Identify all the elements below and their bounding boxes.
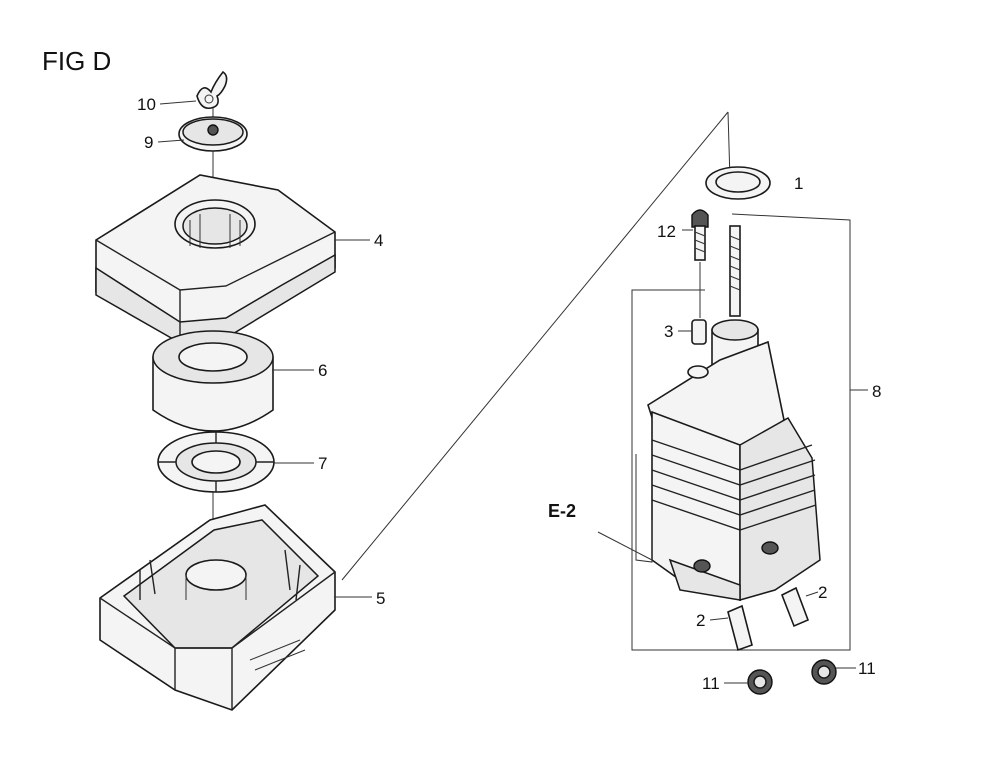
callout-1: 1 — [794, 174, 803, 193]
stud-bolt-part-a — [780, 586, 810, 628]
callout-2-left: 2 — [696, 611, 705, 630]
figure-title: FIG D — [42, 46, 112, 76]
leader-line-2b — [709, 617, 729, 621]
reference-arrow-line — [597, 531, 653, 561]
muffler-body-part — [647, 225, 821, 602]
callout-11-left: 11 — [702, 674, 720, 693]
filter-grid-part — [157, 431, 275, 493]
callout-8: 8 — [872, 382, 881, 401]
connection-diagonal-line — [341, 111, 729, 581]
reference-label: E-2 — [548, 501, 576, 521]
callout-3: 3 — [664, 322, 673, 341]
callout-9: 9 — [144, 133, 153, 152]
leader-line-9 — [157, 139, 185, 143]
wing-nut-part — [196, 70, 228, 110]
leader-line-2a — [805, 591, 819, 597]
assembly-bracket-8 — [631, 213, 851, 651]
filter-element-part — [152, 330, 274, 432]
reference-bracket — [635, 454, 653, 563]
callout-5: 5 — [376, 589, 385, 608]
flange-nut-part-b — [811, 659, 837, 685]
ring-seal-part — [705, 166, 771, 200]
washer-knob-part — [178, 116, 248, 152]
callout-2-right: 2 — [818, 583, 827, 602]
leader-line-10 — [159, 100, 197, 105]
callout-4: 4 — [374, 231, 383, 250]
air-cleaner-cover-part — [95, 174, 336, 344]
callout-10: 10 — [137, 95, 156, 114]
callout-12: 12 — [657, 222, 676, 241]
bolt-part — [691, 209, 709, 261]
callout-11-right: 11 — [858, 659, 876, 678]
air-cleaner-case-part — [99, 504, 336, 711]
stud-bolt-part-b — [727, 604, 753, 652]
dowel-pin-part — [691, 319, 707, 345]
callout-7: 7 — [318, 454, 327, 473]
flange-nut-part-a — [747, 669, 773, 695]
callout-6: 6 — [318, 361, 327, 380]
